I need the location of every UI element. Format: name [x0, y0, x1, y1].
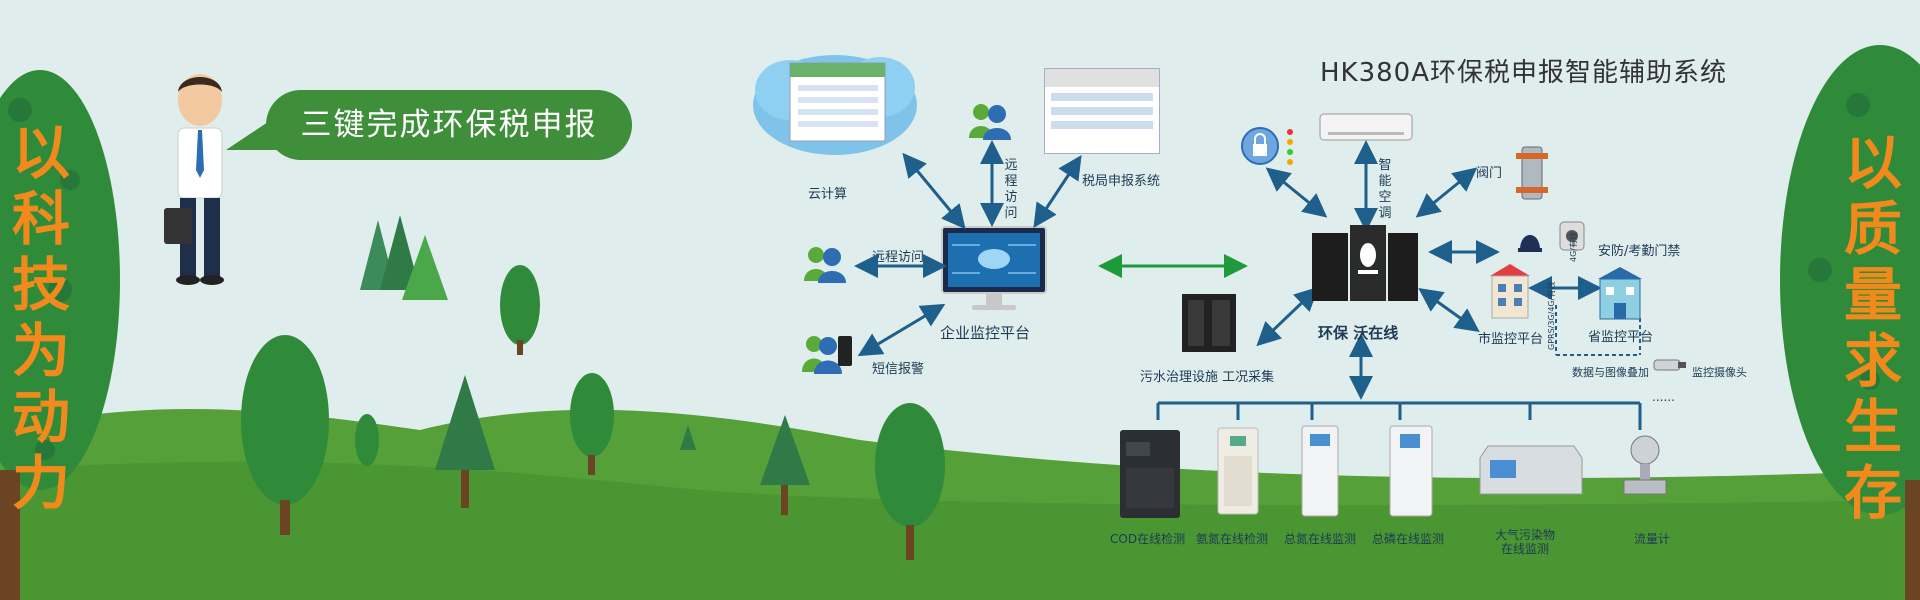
total-nitrogen-device: [1301, 425, 1339, 517]
left-slogan: 以科技为动力: [11, 119, 70, 517]
phone-alarm-icon: [802, 336, 852, 374]
air-pollutant-device: [1479, 445, 1583, 495]
camera-icon: [1653, 359, 1686, 371]
device-label-air-pollutant: 大气污染物 在线监测: [1495, 528, 1556, 556]
city-platform-label: 市监控平台: [1478, 332, 1544, 347]
security-icons: [1518, 221, 1585, 252]
environmental-cabinet: [1312, 225, 1418, 301]
monitor-icon: [941, 226, 1047, 310]
ammonia-device: [1217, 427, 1259, 515]
remote-access-top-label: 远程访问: [1004, 158, 1018, 221]
bus-dots: ......: [1652, 390, 1675, 404]
device-label-flowmeter: 流量计: [1634, 532, 1671, 546]
valve-icon: [1516, 146, 1548, 200]
tax-system-screenshot: [1044, 68, 1160, 154]
right-slogan: 以质量求生存: [1843, 129, 1902, 527]
device-label-total-phosphorus: 总磷在线监测: [1372, 532, 1445, 546]
enterprise-platform-label: 企业监控平台: [940, 324, 1031, 342]
users-icon-left: [804, 247, 846, 283]
businessman-illustration: [164, 74, 224, 285]
lock-icon: [1241, 127, 1293, 165]
flowmeter-device: [1623, 435, 1667, 495]
data-overlay-label: 数据与图像叠加: [1572, 366, 1649, 379]
env-online-label: 环保 沃在线: [1318, 324, 1399, 342]
valve-label: 阀门: [1476, 166, 1503, 181]
cod-device: [1120, 430, 1180, 518]
sewage-label: 污水治理设施 工况采集: [1140, 370, 1275, 385]
device-label-cod: COD在线检测: [1110, 532, 1186, 546]
grass-foreground: [0, 461, 1920, 600]
device-bus: [1156, 401, 1642, 430]
security-label: 安防/考勤门禁: [1598, 244, 1681, 259]
banner-title: 三键完成环保税申报: [266, 90, 632, 160]
sewage-cabinet: [1182, 294, 1236, 352]
system-title: HK380A环保税申报智能辅助系统: [1320, 58, 1728, 88]
province-platform-label: 省监控平台: [1588, 330, 1654, 345]
link-text-1: GPRS/3G/4G/有线: [1547, 281, 1556, 350]
device-label-ammonia: 氨氮在线检测: [1196, 532, 1269, 546]
province-building-icon: [1598, 267, 1642, 320]
device-label-total-nitrogen: 总氮在线监测: [1284, 532, 1357, 546]
city-building-icon: [1490, 264, 1530, 319]
right-big-tree: [1780, 45, 1920, 515]
smart-ac-label: 智能空调: [1378, 158, 1392, 221]
link-text-2: 4G/有线: [1569, 232, 1578, 262]
total-phosphorus-device: [1389, 425, 1433, 517]
camera-label: 监控摄像头: [1692, 366, 1747, 379]
env-online-brand: 沃在线: [1353, 324, 1399, 342]
users-icon-top: [969, 104, 1011, 140]
cloud-label: 云计算: [808, 187, 848, 202]
tax-system-label: 税局申报系统: [1082, 174, 1161, 189]
sms-alarm-label: 短信报警: [872, 362, 925, 377]
air-conditioner-icon: [1319, 113, 1413, 141]
cloud-icon: [753, 55, 917, 155]
